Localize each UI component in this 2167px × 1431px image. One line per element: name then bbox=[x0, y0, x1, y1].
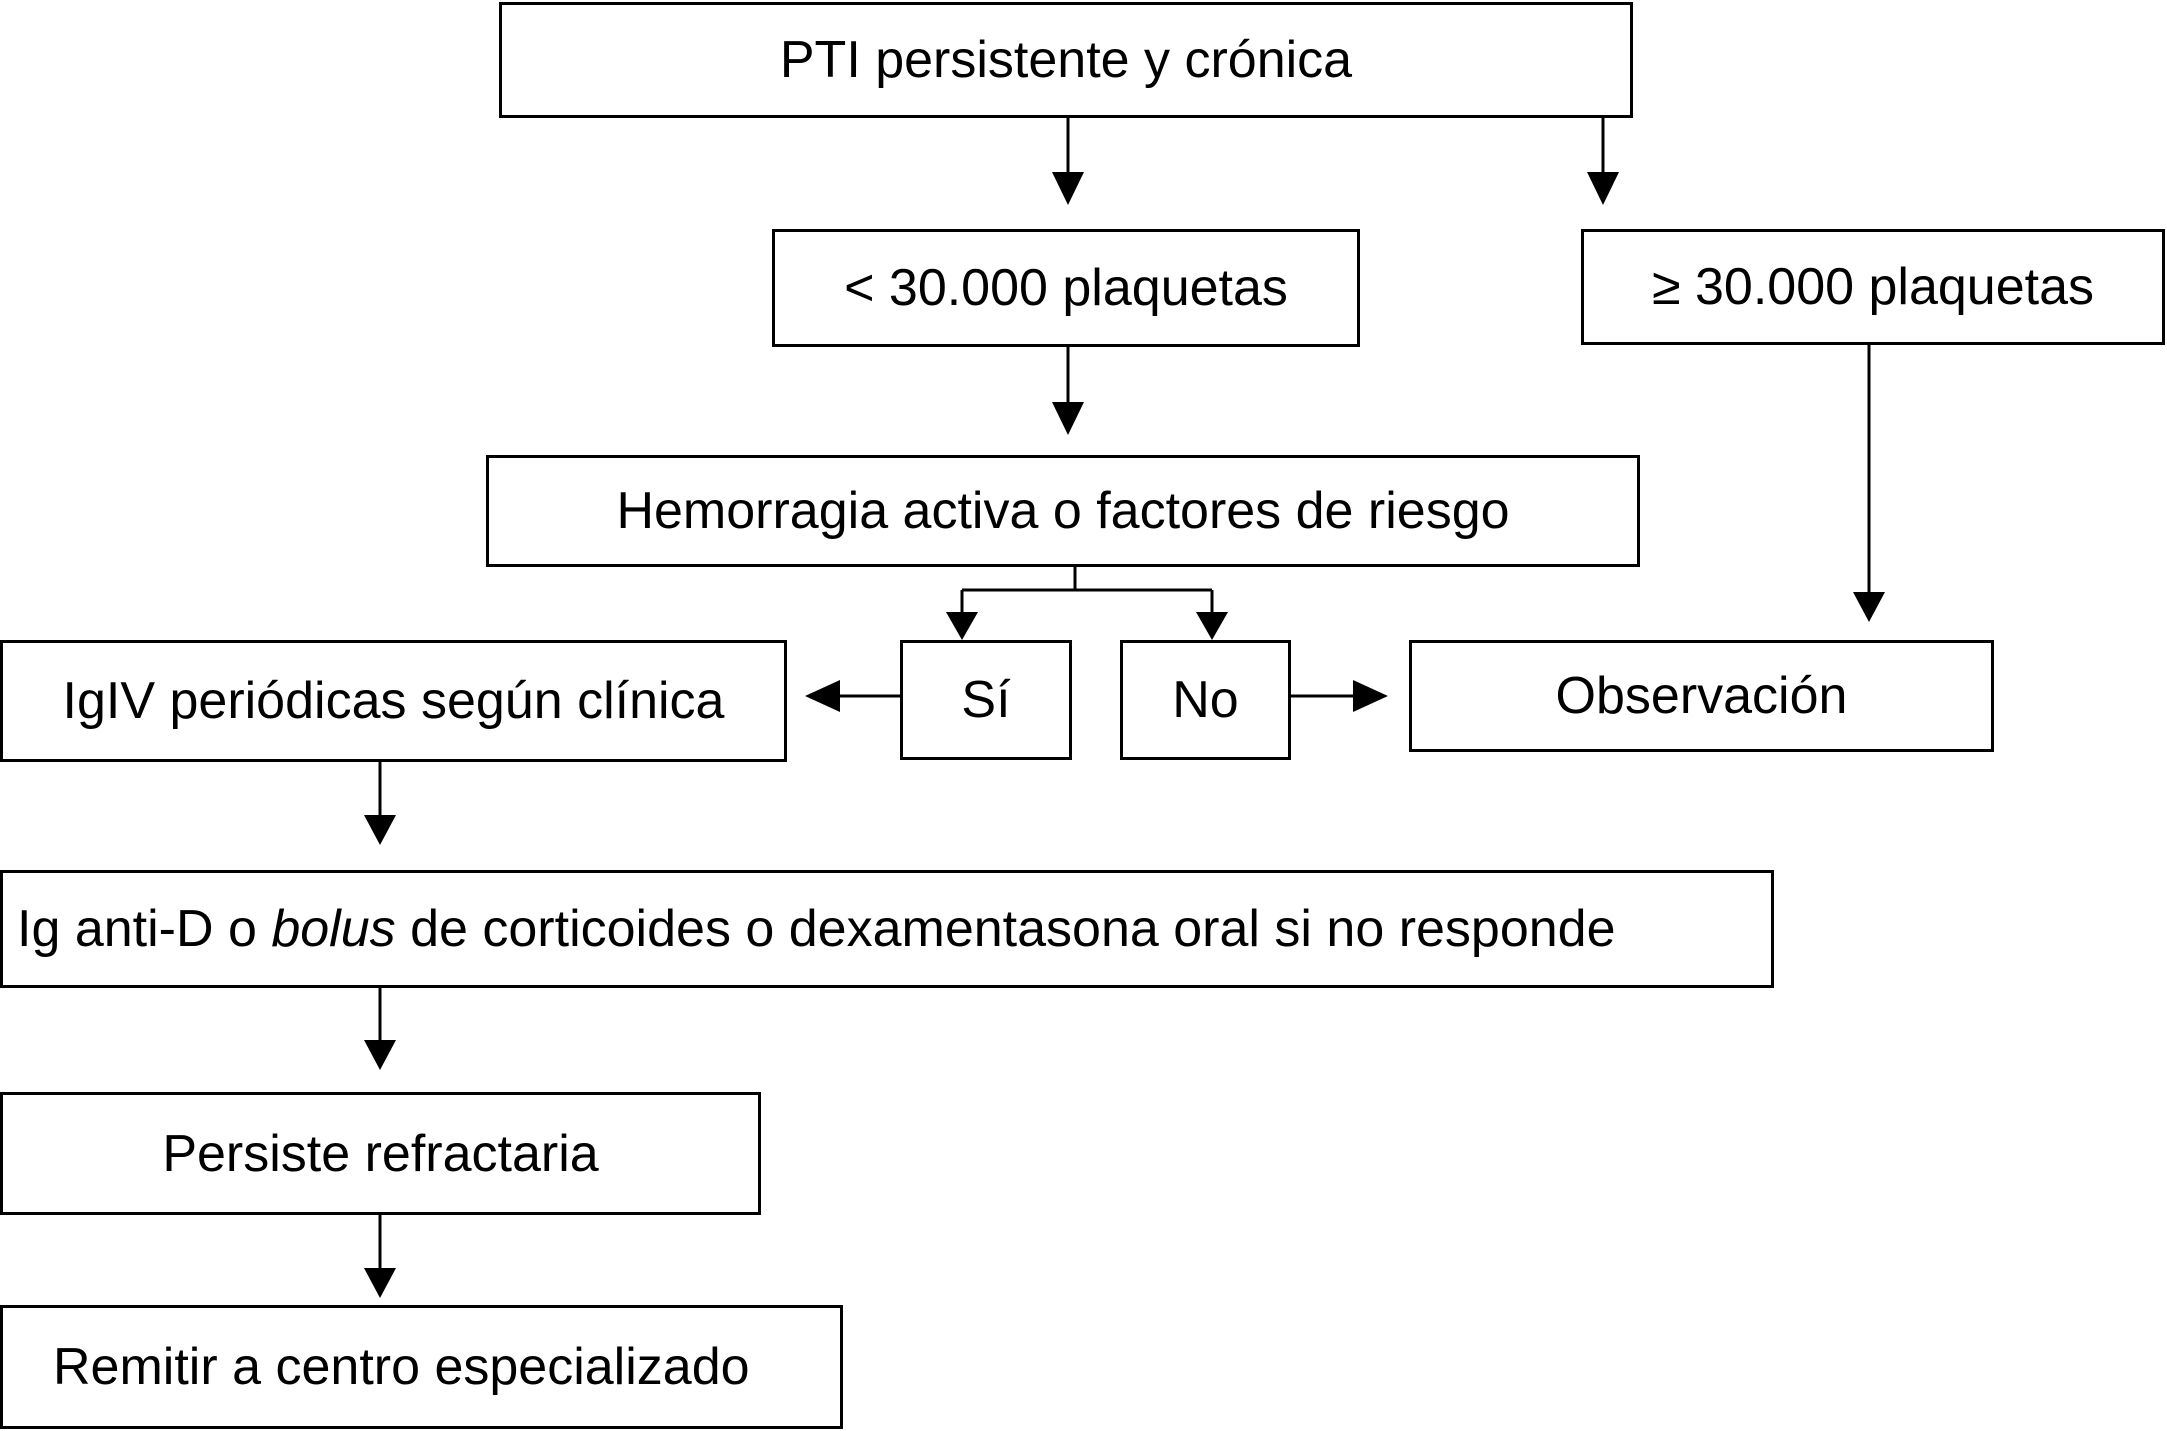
node-observation: Observación bbox=[1409, 640, 1994, 752]
arrowhead-low bbox=[1052, 172, 1084, 205]
node-high-platelets-label: ≥ 30.000 plaquetas bbox=[1652, 258, 2094, 316]
node-no-label: No bbox=[1172, 671, 1239, 729]
arrowhead-no bbox=[1196, 612, 1228, 640]
node-refer: Remitir a centro especializado bbox=[0, 1305, 843, 1429]
arrowhead-ivig bbox=[805, 680, 840, 712]
node-observation-label: Observación bbox=[1555, 667, 1848, 725]
node-refractory-label: Persiste refractaria bbox=[162, 1124, 599, 1183]
arrowhead-second bbox=[364, 815, 396, 845]
arrowhead-refer bbox=[364, 1268, 396, 1298]
node-second-line-italic: bolus bbox=[271, 900, 396, 958]
node-low-platelets: < 30.000 plaquetas bbox=[772, 229, 1360, 347]
node-ivig-label: IgIV periódicas según clínica bbox=[62, 672, 725, 730]
node-second-line-part2: de corticoides o dexamentasona oral si n… bbox=[395, 900, 1616, 958]
node-question-label: Hemorragia activa o factores de riesgo bbox=[616, 482, 1510, 540]
node-second-line-label: Ig anti-D o bolus de corticoides o dexam… bbox=[17, 903, 1616, 955]
node-refractory: Persiste refractaria bbox=[0, 1092, 761, 1215]
node-yes: Sí bbox=[900, 640, 1072, 760]
node-low-platelets-label: < 30.000 plaquetas bbox=[844, 259, 1288, 317]
node-refer-label: Remitir a centro especializado bbox=[53, 1338, 750, 1396]
arrowhead-observation bbox=[1853, 592, 1885, 622]
node-second-line-part1: Ig anti-D o bbox=[17, 900, 272, 958]
node-ivig: IgIV periódicas según clínica bbox=[0, 640, 787, 762]
arrowhead-yes bbox=[946, 612, 978, 640]
node-question: Hemorragia activa o factores de riesgo bbox=[486, 455, 1640, 567]
arrowhead-observation-side bbox=[1353, 680, 1388, 712]
node-start: PTI persistente y crónica bbox=[499, 2, 1633, 118]
node-high-platelets: ≥ 30.000 plaquetas bbox=[1581, 229, 2165, 345]
arrowhead-high bbox=[1587, 172, 1619, 205]
node-no: No bbox=[1120, 640, 1291, 760]
arrowhead-refractory bbox=[364, 1040, 396, 1070]
node-second-line: Ig anti-D o bolus de corticoides o dexam… bbox=[0, 870, 1774, 988]
node-start-label: PTI persistente y crónica bbox=[779, 31, 1353, 89]
node-yes-label: Sí bbox=[961, 671, 1011, 729]
arrowhead-question bbox=[1052, 402, 1084, 435]
